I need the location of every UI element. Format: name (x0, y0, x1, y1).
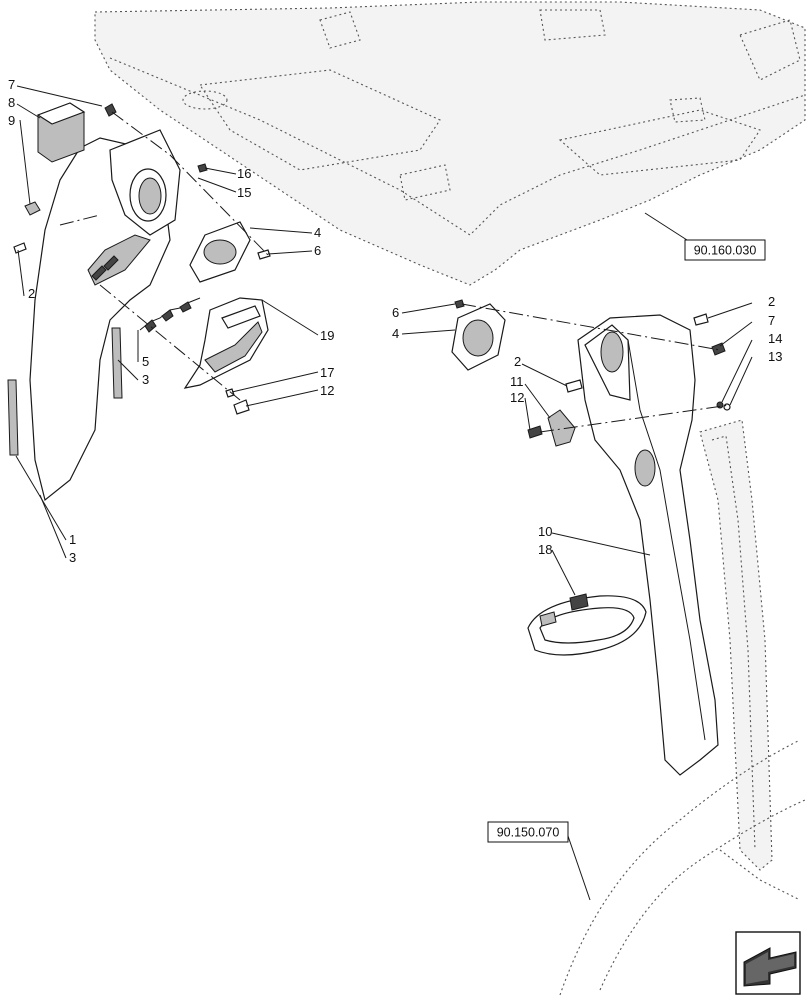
callout-16: 16 (237, 166, 251, 181)
callout-3-mid: 3 (142, 372, 149, 387)
left-pillar-trim (29, 129, 181, 502)
callout-19: 19 (320, 328, 334, 343)
centerline-right-b (539, 404, 731, 433)
foam-block-part-8 (36, 102, 86, 163)
screw-part-6-left (257, 249, 271, 260)
right-pillar-trim (577, 314, 719, 776)
callout-14: 14 (768, 331, 782, 346)
callout-12-left: 12 (320, 383, 334, 398)
callout-3-bottom: 3 (69, 550, 76, 565)
callout-11: 11 (510, 374, 524, 389)
callout-2-right-upper: 2 (768, 294, 775, 309)
callout-9: 9 (8, 113, 15, 128)
speaker-ring-part-4-right (451, 303, 506, 371)
strap-part-18 (527, 593, 647, 656)
roof-headliner-context (94, 1, 806, 286)
callout-13: 13 (768, 349, 782, 364)
callout-numbers: 7 8 9 2 16 15 4 6 19 5 3 17 12 1 3 6 4 2… (8, 77, 782, 565)
reference-cab[interactable]: 90.150.070 (487, 821, 569, 843)
screw-part-16 (197, 163, 208, 173)
callout-8: 8 (8, 95, 15, 110)
bracket-part-11 (547, 409, 576, 447)
wire-harness-part-5 (139, 297, 201, 333)
callout-4-left: 4 (314, 225, 321, 240)
callout-4-right: 4 (392, 326, 399, 341)
cab-frame-context (559, 419, 806, 996)
centerline-left-a (111, 111, 269, 256)
reference-cab-label: 90.150.070 (497, 826, 560, 840)
speaker-ring-part-4-left (189, 221, 251, 283)
callout-2-right-lower: 2 (514, 354, 521, 369)
callout-6-right: 6 (392, 305, 399, 320)
washer-part-13 (723, 403, 731, 411)
callout-7-left: 7 (8, 77, 15, 92)
callout-5: 5 (142, 354, 149, 369)
trim-strip-part-3-left (7, 379, 19, 456)
leader-lines (15, 85, 753, 901)
screw-part-2-right-lower (565, 379, 583, 393)
callout-1: 1 (69, 532, 76, 547)
clip-part-9 (24, 201, 41, 216)
callout-12-right: 12 (510, 390, 524, 405)
speaker-housing-part-19 (183, 297, 269, 389)
callout-15: 15 (237, 185, 251, 200)
screw-part-6-right (454, 299, 465, 309)
trim-strip-part-3-mid (111, 327, 123, 399)
centerline-left-b (59, 214, 101, 226)
screw-part-2-right-upper (693, 313, 709, 326)
callout-2-left: 2 (28, 286, 35, 301)
reference-roof[interactable]: 90.160.030 (684, 239, 766, 261)
callout-6-left: 6 (314, 243, 321, 258)
screw-part-12-left (233, 399, 250, 415)
reference-roof-label: 90.160.030 (694, 244, 757, 258)
callout-18: 18 (538, 542, 552, 557)
screw-part-12-right (527, 425, 543, 439)
next-page-arrow-icon[interactable] (735, 931, 801, 995)
centerline-right-a (461, 303, 721, 351)
screw-part-2-left (13, 242, 27, 254)
clip-part-7-right (711, 342, 726, 356)
washer-part-17 (225, 388, 235, 398)
callout-7-right: 7 (768, 313, 775, 328)
centerline-left-c (99, 284, 241, 401)
callout-17: 17 (320, 365, 334, 380)
callout-10: 10 (538, 524, 552, 539)
